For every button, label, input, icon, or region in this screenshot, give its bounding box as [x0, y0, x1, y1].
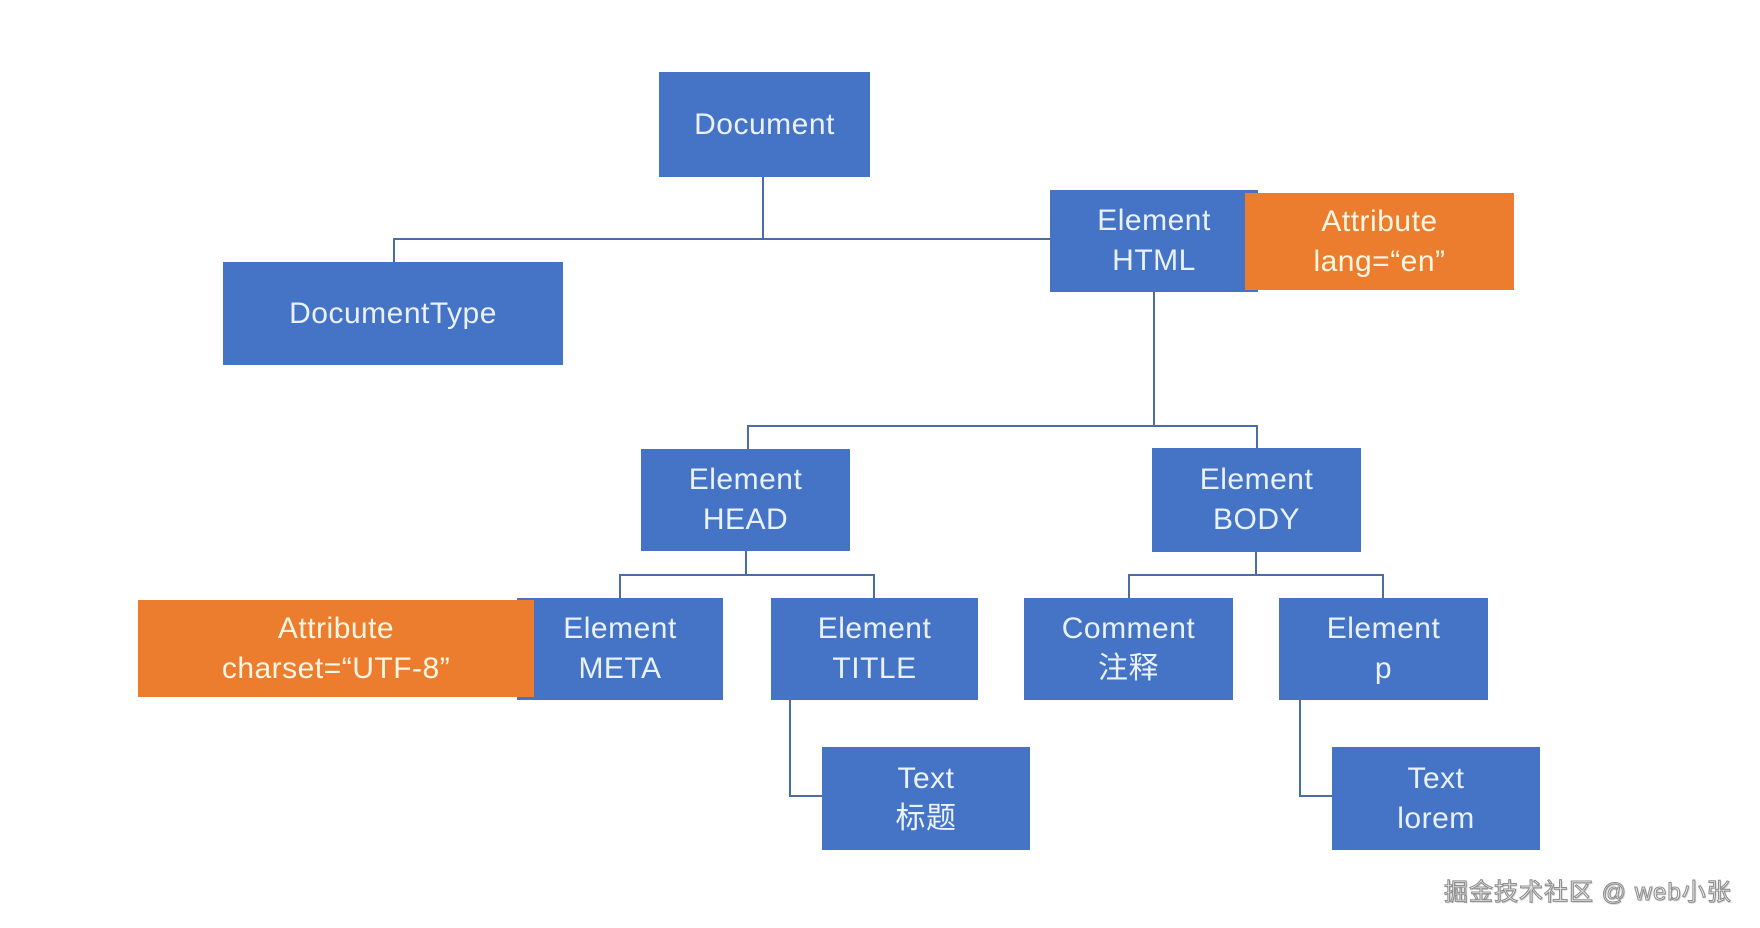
node-document: Document	[659, 72, 870, 177]
node-element-p-line2: p	[1374, 652, 1393, 685]
node-element-body: Element BODY	[1152, 448, 1361, 552]
node-element-p-line1: Element	[1326, 612, 1441, 645]
node-attribute-lang: Attribute lang=“en”	[1245, 193, 1514, 290]
node-text-title-line1: Text	[897, 761, 955, 795]
connector-title-down	[873, 576, 875, 598]
node-comment-line2: 注释	[1098, 652, 1159, 685]
node-text-lorem: Text lorem	[1332, 747, 1540, 850]
node-element-title-line2: TITLE	[832, 652, 917, 685]
connector-document-down	[762, 177, 764, 238]
connector-body-children-horizontal	[1128, 574, 1384, 576]
connector-head-stem	[745, 551, 747, 574]
node-element-title: Element TITLE	[771, 598, 978, 700]
connector-p-text-horizontal	[1299, 795, 1332, 797]
node-attribute-lang-line2: lang=“en”	[1313, 244, 1446, 278]
connector-head-down	[747, 427, 749, 449]
node-comment-line1: Comment	[1061, 612, 1196, 645]
node-element-meta-line2: META	[578, 652, 662, 685]
node-element-head-line2: HEAD	[702, 503, 789, 536]
node-text-title-line2: 标题	[895, 801, 957, 835]
node-element-head-line1: Element	[688, 463, 803, 496]
connector-doctype-down	[393, 240, 395, 262]
node-comment: Comment 注释	[1024, 598, 1233, 700]
node-text-lorem-line2: lorem	[1397, 801, 1475, 835]
connector-title-text-vertical	[789, 700, 791, 797]
node-document-label: Document	[694, 107, 835, 141]
connector-comment-down	[1128, 576, 1130, 598]
connector-html-down	[1153, 292, 1155, 425]
node-element-p: Element p	[1279, 598, 1488, 700]
connector-body-down	[1256, 427, 1258, 448]
connector-html-children-horizontal	[747, 425, 1258, 427]
node-text-title: Text 标题	[822, 747, 1030, 850]
node-attribute-charset-line2: charset=“UTF-8”	[221, 651, 451, 685]
node-element-meta: Element META	[517, 598, 723, 700]
node-element-body-line1: Element	[1199, 463, 1314, 496]
node-element-body-line2: BODY	[1212, 503, 1301, 536]
node-element-html-line1: Element	[1097, 204, 1211, 237]
connector-title-text-horizontal	[789, 795, 822, 797]
node-element-html: Element HTML	[1050, 190, 1258, 292]
connector-meta-down	[619, 576, 621, 598]
node-element-head: Element HEAD	[641, 449, 850, 551]
connector-body-stem	[1255, 552, 1257, 574]
node-document-type-label: DocumentType	[289, 296, 497, 330]
connector-p-text-vertical	[1299, 700, 1301, 797]
connector-p-down	[1382, 576, 1384, 598]
node-element-meta-line1: Element	[563, 612, 677, 645]
connector-level1-horizontal	[393, 238, 1050, 240]
node-attribute-charset-line1: Attribute	[277, 611, 395, 645]
watermark-text: 掘金技术社区 @ web小张	[1443, 878, 1732, 906]
node-attribute-lang-line1: Attribute	[1321, 204, 1438, 238]
connector-head-children-horizontal	[619, 574, 875, 576]
node-text-lorem-line1: Text	[1407, 761, 1465, 795]
node-document-type: DocumentType	[223, 262, 563, 365]
node-element-html-line2: HTML	[1112, 244, 1196, 277]
node-element-title-line1: Element	[817, 612, 932, 645]
node-attribute-charset: Attribute charset=“UTF-8”	[138, 600, 534, 697]
